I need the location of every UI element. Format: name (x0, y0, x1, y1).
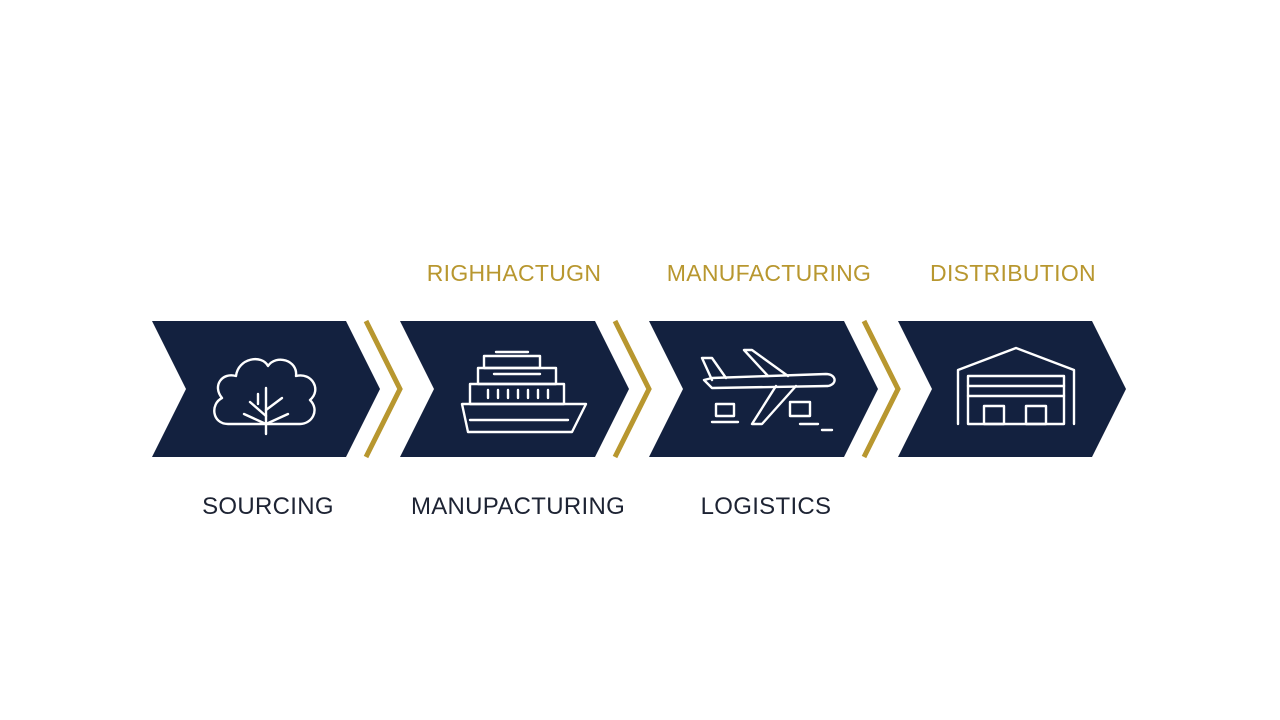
cotton-plant-icon (213, 357, 317, 436)
top-label-2: MANUFACTURING (666, 260, 872, 286)
bottom-label-logistics: LOGISTICS (700, 493, 832, 520)
top-label-3: DISTRIBUTION (930, 260, 1096, 286)
stage-chevron-logistics (649, 321, 878, 457)
gold-separator-1 (363, 319, 403, 459)
gold-separator-2 (612, 319, 652, 459)
bottom-label-manufacturing: MANUPACTURING (410, 493, 626, 520)
top-label-1: RIGHHACTUGN (426, 260, 602, 286)
cargo-ship-icon (460, 350, 588, 434)
stage-chevron-manufacturing (400, 321, 629, 457)
gold-separator-3 (861, 319, 901, 459)
bottom-label-sourcing: SOURCING (202, 493, 334, 520)
airplane-cargo-icon (700, 348, 836, 432)
warehouse-icon (956, 346, 1076, 426)
stage-chevron-distribution (898, 321, 1126, 457)
